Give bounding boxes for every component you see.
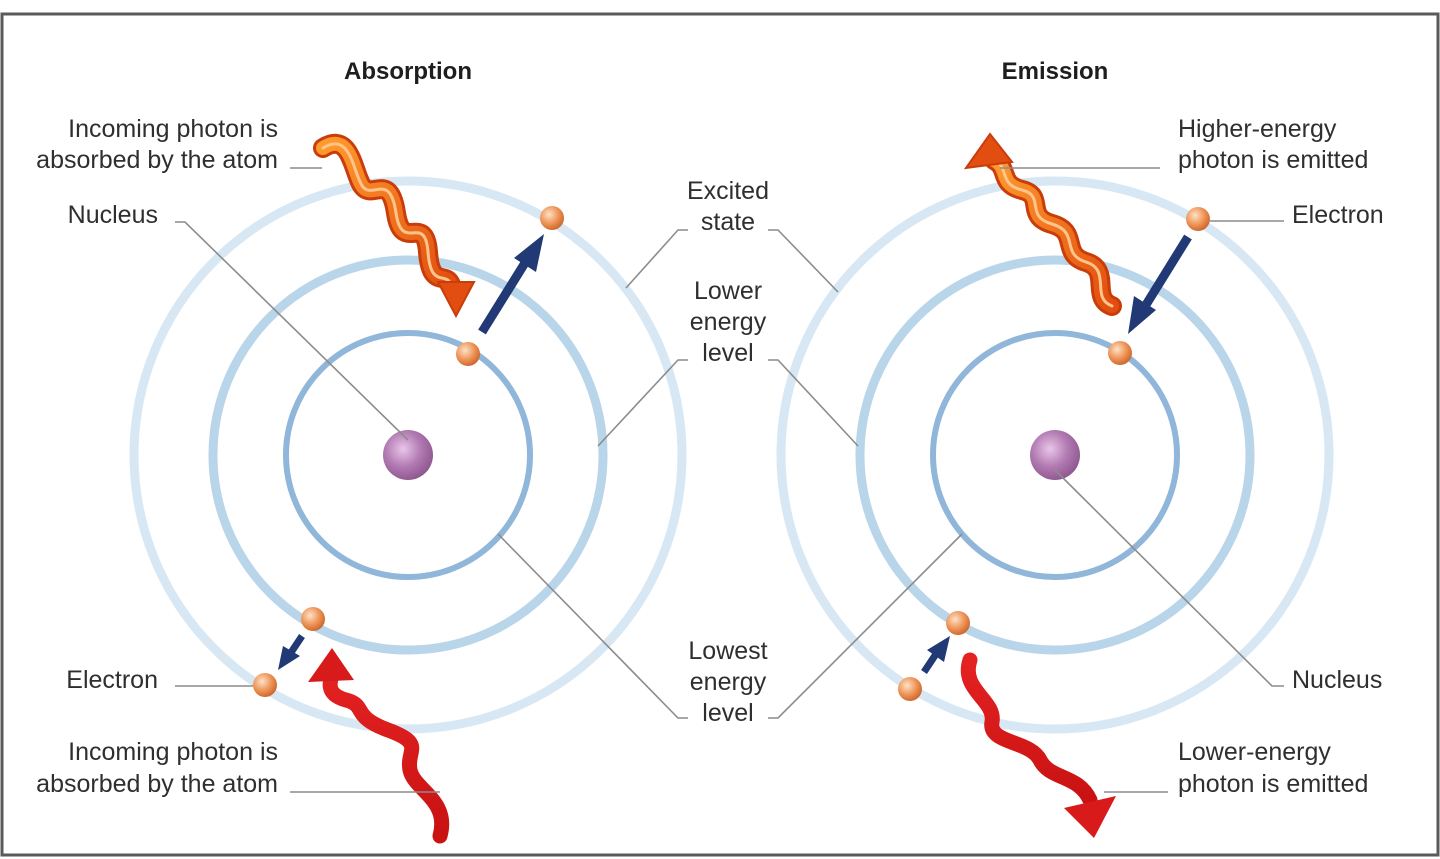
left-top-photon-label-line2: absorbed by the atom: [36, 146, 278, 174]
left-bottom-photon-label-line2: absorbed by the atom: [36, 770, 278, 798]
left-electron-excited: [540, 206, 564, 230]
right-orbit-lower: [855, 255, 1255, 655]
left-orbit-excited: [129, 176, 687, 734]
right-electron-bottom-inner: [946, 611, 970, 635]
right-top-photon: [963, 132, 1122, 316]
right-small-transition-arrow: [921, 636, 950, 674]
figure-frame: [0, 12, 1440, 857]
excited-state-label-line1: Excited: [687, 177, 769, 205]
lowest-energy-label-line3: level: [702, 699, 753, 727]
left-electron-bottom-inner: [301, 607, 325, 631]
lower-energy-label-line1: Lower: [694, 277, 762, 305]
leader-lower-left: [597, 359, 688, 447]
left-orbit-lower: [208, 255, 608, 655]
right-orbit-excited: [776, 176, 1334, 734]
left-electron-lower: [456, 342, 480, 366]
excited-state-label-line2: state: [701, 208, 755, 236]
leader-right-nucleus: [1054, 469, 1284, 687]
right-top-photon-label-line1: Higher-energy: [1178, 115, 1337, 143]
lowest-energy-label-line2: energy: [690, 668, 767, 696]
leader-lower-right: [768, 359, 859, 447]
lowest-energy-label-line1: Lowest: [688, 637, 767, 665]
leader-lowest-left: [497, 533, 688, 719]
left-nucleus: [383, 430, 433, 480]
left-top-photon: [313, 134, 476, 319]
right-bottom-photon-label-line2: photon is emitted: [1178, 770, 1368, 798]
left-bottom-photon: [308, 648, 450, 844]
left-atom: [129, 134, 687, 844]
left-bottom-photon-label-line1: Incoming photon is: [68, 738, 278, 766]
right-bottom-photon-label-line1: Lower-energy: [1178, 738, 1331, 766]
left-top-photon-label-line1: Incoming photon is: [68, 115, 278, 143]
right-bottom-photon: [960, 652, 1116, 838]
emission-title: Emission: [1002, 58, 1109, 85]
right-electron-bottom-outer: [898, 677, 922, 701]
leader-left-nucleus: [175, 221, 409, 441]
leader-excited-left: [625, 229, 688, 289]
absorption-title: Absorption: [344, 58, 472, 85]
right-top-photon-label-line2: photon is emitted: [1178, 146, 1368, 174]
left-orbit-lowest: [283, 330, 533, 580]
right-nucleus: [1030, 430, 1080, 480]
right-nucleus-label: Nucleus: [1292, 666, 1382, 694]
left-electron-label: Electron: [66, 666, 158, 694]
right-electron-label: Electron: [1292, 201, 1384, 229]
left-upward-transition-arrow: [478, 234, 544, 335]
left-nucleus-label: Nucleus: [68, 201, 158, 229]
right-downward-transition-arrow: [1128, 234, 1192, 334]
left-electron-bottom-outer: [253, 673, 277, 697]
leader-lowest-right: [768, 533, 963, 719]
right-electron-excited: [1186, 207, 1210, 231]
lower-energy-label-line2: energy: [690, 308, 767, 336]
left-small-transition-arrow: [278, 634, 305, 670]
right-orbit-lowest: [930, 330, 1180, 580]
right-atom: [776, 132, 1334, 838]
center-leaders: [497, 229, 963, 719]
leader-excited-right: [768, 229, 839, 293]
right-electron-lower: [1108, 341, 1132, 365]
lower-energy-label-line3: level: [702, 339, 753, 367]
